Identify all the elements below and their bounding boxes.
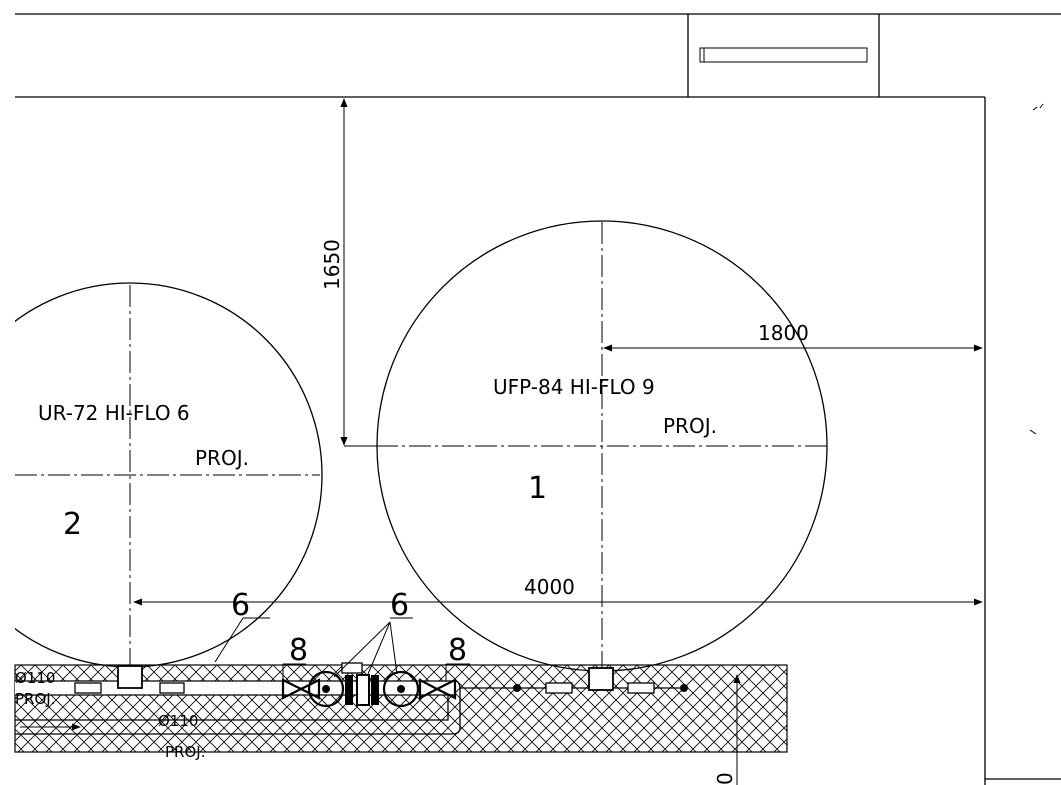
tank-1-number: 1 [528, 471, 547, 506]
callout-leaders [214, 617, 470, 682]
dimension-1800: 1800 [603, 321, 983, 352]
tank-2-number: 2 [63, 507, 82, 542]
trench [14, 664, 788, 753]
tank-2: UR-72 HI-FLO 6 PROJ. 2 [0, 270, 323, 690]
callout-8-left: 8 [289, 633, 308, 668]
pump-group [281, 662, 457, 708]
pipe-size-mid: Ø110 [158, 712, 198, 730]
pipe-note-left: PROJ. [15, 690, 55, 708]
left-fittings [74, 665, 185, 694]
pipe-size-left: Ø110 [15, 669, 55, 687]
tank-1: UFP-84 HI-FLO 9 PROJ. 1 [376, 220, 828, 672]
right-fittings [513, 667, 688, 694]
tank-1-name: UFP-84 HI-FLO 9 [493, 375, 655, 399]
callout-8-right: 8 [448, 633, 467, 668]
dimension-1650: 1650 [320, 98, 376, 447]
callout-6-left: 6 [231, 588, 250, 623]
dimension-4000-label: 4000 [524, 575, 575, 599]
edge-marks [1029, 103, 1044, 435]
dimension-bottom-label: 0 [713, 772, 737, 785]
tank-1-note: PROJ. [663, 414, 717, 438]
dimension-1650-label: 1650 [320, 239, 344, 290]
dimension-bottom: 0 [713, 674, 741, 785]
pipe-note-mid: PROJ. [165, 743, 205, 761]
callout-6-mid: 6 [390, 588, 409, 623]
dimension-4000: 4000 [133, 575, 983, 606]
building-outline [15, 13, 1061, 785]
dimension-1800-label: 1800 [758, 321, 809, 345]
tank-2-name: UR-72 HI-FLO 6 [38, 401, 190, 425]
tank-2-note: PROJ. [195, 446, 249, 470]
